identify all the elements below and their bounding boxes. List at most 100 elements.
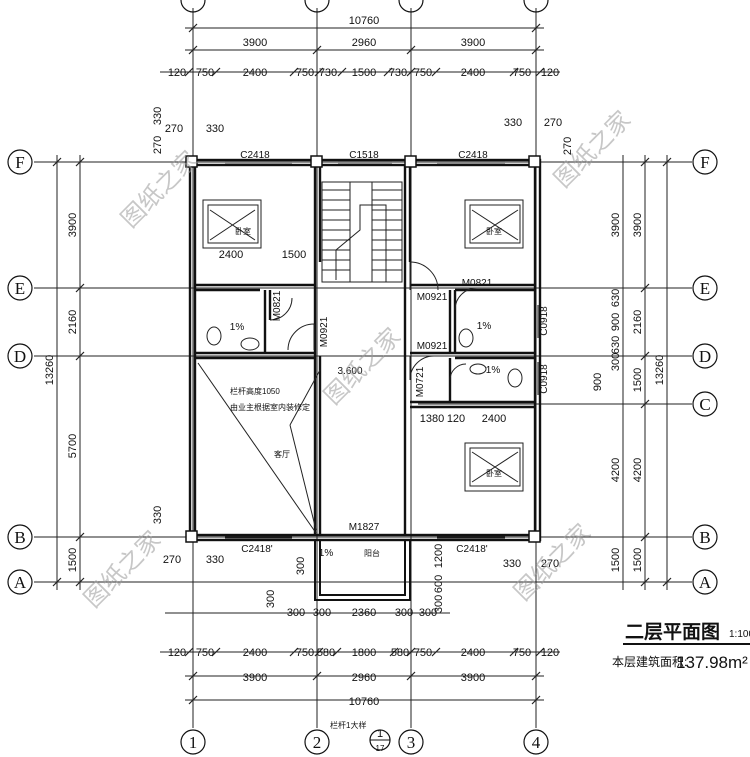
dim-top-detail-6: 1500 xyxy=(352,67,376,79)
axis-label-3-bottom: 3 xyxy=(407,733,416,752)
dim-top-detail-2: 750 xyxy=(196,67,214,79)
dim-right-inner-3: 900 xyxy=(610,313,622,331)
floor-area-value: 137.98m² xyxy=(676,653,748,672)
watermark-bottom-left: 图纸之家 xyxy=(79,526,166,613)
dim-right-outer-3: 1500 xyxy=(632,368,644,392)
dim-top-detail-9: 2400 xyxy=(461,67,485,79)
dim-bottom-detail-10: 750 xyxy=(513,647,531,659)
window-label-top-right: C2418 xyxy=(458,150,488,161)
dim-top-detail-5: 730 xyxy=(319,67,337,79)
window-label-right-2: C0918 xyxy=(539,364,550,394)
window-label-right-1: C0918 xyxy=(539,306,550,336)
axis-label-f-left: F xyxy=(15,153,24,172)
dim-top-detail-3: 2400 xyxy=(243,67,267,79)
dim-270-top-left: 270 xyxy=(165,123,183,135)
dim-600-balcony: 600 xyxy=(433,575,445,593)
dim-270-bottom-right: 270 xyxy=(541,558,559,570)
dim-2400-inner: 2400 xyxy=(482,413,506,425)
dim-left-total: 13260 xyxy=(44,355,56,386)
room-label-bedroom-left: 卧室 xyxy=(235,226,251,236)
dim-right-inner-8: 1500 xyxy=(610,548,622,572)
dim-2400-bedroom-left: 2400 xyxy=(219,249,243,261)
slope-label-bath-left: 1% xyxy=(230,322,245,333)
axis-label-f-right: F xyxy=(700,153,709,172)
door-label-balcony: M1827 xyxy=(349,522,380,533)
axis-label-b-left: B xyxy=(14,528,25,547)
slope-label-balcony: 1% xyxy=(319,548,334,559)
dim-right-inner-5: 300 xyxy=(610,353,622,371)
axis-label-a-right: A xyxy=(699,573,712,592)
slope-label-small-bath: 1% xyxy=(486,365,501,376)
dim-330-bottom-right: 330 xyxy=(503,558,521,570)
window-label-top-left: C2418 xyxy=(240,150,270,161)
dim-right-outer-2: 2160 xyxy=(632,310,644,334)
door-label-bath-left: M0821 xyxy=(272,290,283,321)
dim-right-outer-4: 4200 xyxy=(632,458,644,482)
dim-right-inner-2: 630 xyxy=(610,289,622,307)
dim-right-inner-7: 4200 xyxy=(610,458,622,482)
dim-1380: 1380 xyxy=(420,413,444,425)
dim-330-top-right: 330 xyxy=(504,117,522,129)
axis-label-1-bottom: 1 xyxy=(189,733,198,752)
dim-top-detail-1: 120 xyxy=(168,67,186,79)
dim-bottom-bay-1: 3900 xyxy=(243,672,267,684)
dim-bottom-detail-11: 120 xyxy=(541,647,559,659)
dim-bottom-detail-1: 120 xyxy=(168,647,186,659)
dim-balcony-5: 300 xyxy=(419,607,437,619)
dim-top-detail-8: 750 xyxy=(414,67,432,79)
drawing-scale: 1:100 xyxy=(729,629,750,640)
room-label-bedroom-right-top: 卧室 xyxy=(486,226,502,236)
door-label-stair-side: M0921 xyxy=(319,316,330,347)
dim-top-bay-2: 2960 xyxy=(352,37,376,49)
rail-owner-note: 由业主根据室内装修定 xyxy=(230,402,310,412)
dim-bottom-detail-8: 750 xyxy=(414,647,432,659)
axis-label-c-right: C xyxy=(699,395,710,414)
dim-top-bay-1: 3900 xyxy=(243,37,267,49)
dim-bottom-detail-4: 750 xyxy=(296,647,314,659)
stair-detail-number: 1 xyxy=(377,728,383,740)
dim-top-detail-4: 750 xyxy=(296,67,314,79)
dim-top-bay-3: 3900 xyxy=(461,37,485,49)
dim-330-bottom-left-v: 330 xyxy=(152,506,164,524)
door-label-small-right: M0721 xyxy=(415,366,426,397)
axis-label-4-bottom: 4 xyxy=(532,733,541,752)
axis-label-d-right: D xyxy=(699,347,711,366)
drawing-title: 二层平面图 xyxy=(625,621,720,643)
dim-270-top-left-v: 270 xyxy=(152,136,164,154)
dim-top-detail-10: 750 xyxy=(513,67,531,79)
dim-330-top-left: 330 xyxy=(206,123,224,135)
dim-330-top-left-v: 330 xyxy=(152,107,164,125)
dim-bottom-total: 10760 xyxy=(349,696,380,708)
dim-120-inner: 120 xyxy=(447,413,465,425)
room-label-balcony: 阳台 xyxy=(364,548,380,558)
room-label-bedroom-right-bottom: 卧室 xyxy=(486,468,502,478)
dim-270-top-right: 270 xyxy=(544,117,562,129)
dim-1500-corridor: 1500 xyxy=(282,249,306,261)
dim-right-inner-6: 900 xyxy=(592,373,604,391)
window-label-bottom-left: C2418' xyxy=(241,544,272,555)
dim-right-total: 13260 xyxy=(654,355,666,386)
rail-height-note: 栏杆高度1050 xyxy=(230,386,280,396)
dim-bottom-detail-5: 580 xyxy=(317,647,335,659)
watermark-center: 图纸之家 xyxy=(319,323,406,410)
dim-1200-balcony: 1200 xyxy=(433,544,445,568)
dim-330-bottom-left: 330 xyxy=(206,554,224,566)
dim-bottom-bay-3: 3900 xyxy=(461,672,485,684)
dim-balcony-2: 300 xyxy=(313,607,331,619)
dim-right-outer-5: 1500 xyxy=(632,548,644,572)
axis-label-a-left: A xyxy=(14,573,27,592)
dim-bottom-detail-9: 2400 xyxy=(461,647,485,659)
stair-detail-sheet: 17 xyxy=(376,744,385,753)
slope-label-bath-right: 1% xyxy=(477,321,492,332)
axis-label-e-right: E xyxy=(700,279,710,298)
dim-bottom-detail-3: 2400 xyxy=(243,647,267,659)
axis-label-d-left: D xyxy=(14,347,26,366)
dim-top-detail-11: 120 xyxy=(541,67,559,79)
dim-balcony-3: 2360 xyxy=(352,607,376,619)
dim-top-total: 10760 xyxy=(349,15,380,27)
dim-bottom-detail-6: 1800 xyxy=(352,647,376,659)
axis-label-e-left: E xyxy=(15,279,25,298)
dim-270-bottom-left: 270 xyxy=(163,554,181,566)
axis-label-b-right: B xyxy=(699,528,710,547)
